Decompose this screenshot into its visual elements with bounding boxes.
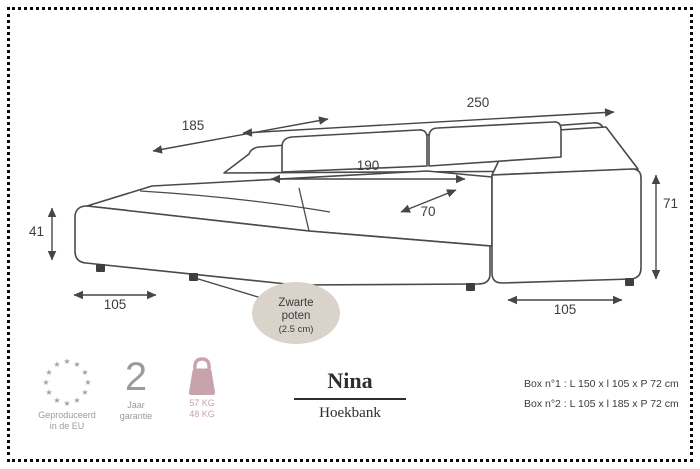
dim-label-inner-width: 190 (357, 158, 380, 173)
sofa-back-cushion-left (281, 129, 428, 173)
sofa-armrest-front (491, 168, 642, 284)
sofa-chaise-seam (139, 190, 331, 213)
product-category: Hoekbank (319, 404, 381, 421)
sofa-front (74, 205, 491, 286)
callout-text-line1: Zwarte (278, 297, 313, 309)
title-divider (294, 398, 406, 400)
warranty-label-line1: Jaar (127, 400, 145, 410)
warranty-badge: 2 Jaar garantie (108, 354, 164, 422)
box1-dimensions: Box n°1 : L 150 x l 105 x P 72 cm (524, 378, 679, 390)
dim-label-back-width: 250 (467, 95, 490, 110)
eu-badge: ★ ★ ★ ★ ★ ★ ★ ★ ★ ★ ★ ★ Geproduceerd in … (28, 354, 106, 432)
eu-star-icon: ★ (84, 378, 91, 387)
product-name: Nina (327, 368, 373, 393)
eu-badge-label-line2: in de EU (49, 421, 85, 431)
box2-dimensions: Box n°2 : L 105 x l 185 x P 72 cm (524, 398, 679, 410)
dim-label-chaise-length: 185 (182, 118, 205, 133)
footer: ★ ★ ★ ★ ★ ★ ★ ★ ★ ★ ★ ★ Geproduceerd in … (0, 350, 700, 460)
eu-star-icon: ★ (42, 378, 49, 387)
dim-label-chaise-height: 41 (29, 224, 44, 239)
eu-star-icon: ★ (53, 396, 60, 405)
eu-star-icon: ★ (45, 388, 52, 397)
dim-line-chaise-length (152, 116, 329, 154)
eu-star-icon: ★ (73, 396, 80, 405)
eu-star-icon: ★ (81, 368, 88, 377)
callout-bubble (252, 282, 340, 344)
eu-star-icon: ★ (73, 360, 80, 369)
eu-star-icon: ★ (81, 388, 88, 397)
callout-text-line3: (2.5 cm) (279, 324, 314, 335)
warranty-label-line2: garantie (119, 411, 153, 421)
eu-stars-icon: ★ ★ ★ ★ ★ ★ ★ ★ ★ ★ ★ ★ (42, 357, 91, 408)
sofa-leg (466, 283, 475, 291)
eu-star-icon: ★ (63, 357, 70, 366)
eu-star-icon: ★ (63, 399, 70, 408)
callout-text-line2: poten (282, 310, 311, 322)
eu-star-icon: ★ (45, 368, 52, 377)
eu-star-icon: ★ (53, 360, 60, 369)
dim-label-right-width: 105 (554, 302, 577, 317)
weight-label-line2: 48 KG (189, 409, 215, 419)
product-title-block: Nina Hoekbank (255, 368, 445, 422)
dim-line-seat-depth (400, 189, 457, 213)
dim-label-chaise-width: 105 (104, 297, 127, 312)
dim-label-arm-height: 71 (663, 196, 678, 211)
sofa-dimension-diagram: 250 185 190 70 71 41 105 105 Zwarte pote… (29, 95, 678, 344)
box-info: Box n°1 : L 150 x l 105 x P 72 cm Box n°… (524, 374, 679, 414)
weight-badge: 57 KG 48 KG (170, 354, 234, 420)
sofa-leg (625, 278, 634, 286)
eu-badge-label-line1: Geproduceerd (38, 410, 96, 420)
sofa-leg (189, 273, 198, 281)
dim-label-seat-depth: 70 (420, 204, 435, 219)
weight-label-line1: 57 KG (189, 398, 215, 408)
sofa-seat-seam (298, 187, 310, 232)
sofa-leg (96, 264, 105, 272)
weight-icon (188, 357, 216, 395)
warranty-years-number: 2 (124, 355, 148, 399)
